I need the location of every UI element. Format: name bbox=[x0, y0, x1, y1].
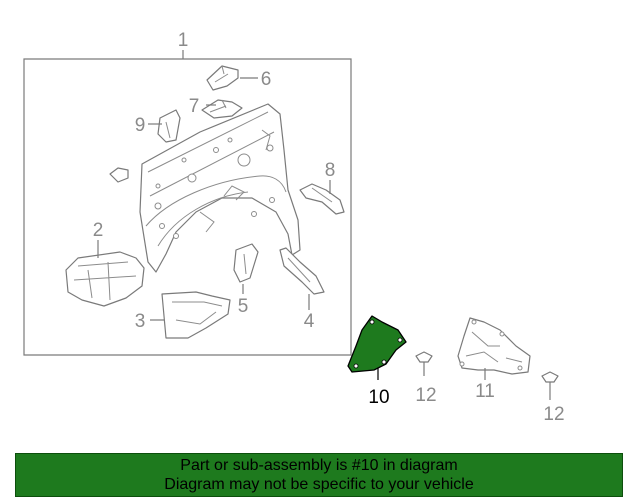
callout-11: 11 bbox=[475, 381, 495, 402]
part-9-bracket bbox=[148, 109, 181, 143]
callout-10: 10 bbox=[368, 387, 389, 408]
callout-9: 9 bbox=[135, 115, 146, 136]
callout-7: 7 bbox=[189, 96, 200, 117]
callout-5: 5 bbox=[238, 296, 249, 317]
part-6-bracket bbox=[206, 65, 258, 91]
part-10-shield bbox=[347, 315, 407, 380]
apron-assembly bbox=[139, 103, 301, 273]
info-banner: Part or sub-assembly is #10 in diagram D… bbox=[15, 453, 623, 497]
part-11-insulator bbox=[457, 317, 531, 380]
callout-3: 3 bbox=[135, 311, 146, 332]
part-4-gusset bbox=[279, 247, 325, 310]
small-clip bbox=[109, 167, 129, 183]
part-5-bracket bbox=[233, 243, 259, 294]
callout-8: 8 bbox=[325, 160, 336, 181]
banner-line-2: Diagram may not be specific to your vehi… bbox=[164, 476, 474, 493]
part-3-reinforcement bbox=[150, 291, 231, 339]
callout-4: 4 bbox=[304, 311, 315, 332]
part-7-bracket bbox=[201, 99, 243, 119]
banner-line-1: Part or sub-assembly is #10 in diagram bbox=[180, 457, 458, 474]
part-8-stay bbox=[299, 180, 345, 215]
part-12-clip-left bbox=[415, 351, 433, 376]
part-12-clip-right bbox=[541, 371, 559, 400]
callout-6: 6 bbox=[261, 69, 272, 90]
callout-12-right: 12 bbox=[543, 404, 564, 425]
assembly-1-frame bbox=[23, 50, 352, 356]
callout-2: 2 bbox=[93, 220, 104, 241]
part-2-bracket bbox=[65, 240, 145, 307]
callout-12-left: 12 bbox=[415, 385, 436, 406]
callout-1: 1 bbox=[178, 30, 189, 51]
